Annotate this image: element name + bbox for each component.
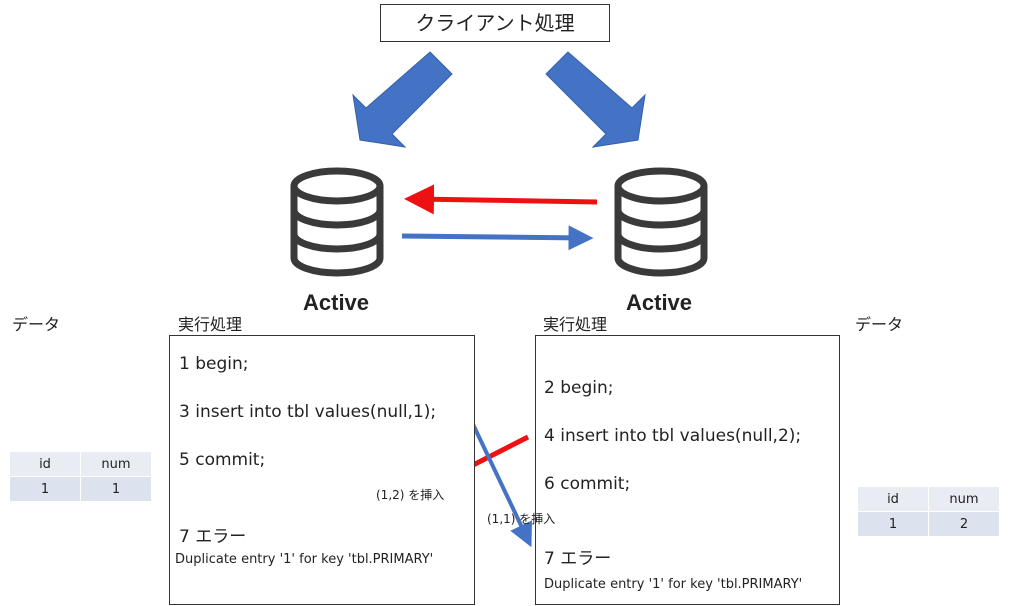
right-data-label: データ [855, 315, 904, 334]
client-to-right-arrow [545, 51, 646, 148]
table-header-cell: id [858, 487, 928, 511]
table-header-row: id num [10, 452, 151, 476]
server-label-left: Active [303, 290, 370, 315]
replication-arrow-left-to-right [401, 225, 594, 251]
table-row: 1 1 [10, 477, 151, 501]
table-header-row: id num [858, 487, 999, 511]
left-proc-label: 実行処理 [178, 315, 243, 334]
right-step-begin: 2 begin; [544, 378, 614, 398]
right-data-table: id num 1 2 [857, 486, 1000, 537]
table-row: 1 2 [858, 512, 999, 536]
right-step-commit: 6 commit; [544, 474, 631, 494]
left-error-detail: Duplicate entry '1' for key 'tbl.PRIMARY… [175, 552, 434, 567]
left-step-insert: 3 insert into tbl values(null,1); [179, 402, 437, 422]
table-header-cell: num [81, 452, 151, 476]
table-header-cell: num [929, 487, 999, 511]
left-step-begin: 1 begin; [179, 354, 249, 374]
table-cell: 1 [81, 477, 151, 501]
table-cell: 1 [858, 512, 928, 536]
red-arrow-note: (1,2) を挿入 [376, 488, 445, 502]
right-error-detail: Duplicate entry '1' for key 'tbl.PRIMARY… [544, 577, 803, 592]
client-to-left-arrow [352, 51, 453, 148]
replication-arrow-right-to-left [404, 184, 598, 215]
database-icon-right [614, 167, 708, 277]
right-process-box: 2 begin; 4 insert into tbl values(null,2… [535, 335, 840, 605]
server-label-right: Active [626, 290, 693, 315]
left-step-error: 7 エラー [179, 527, 247, 547]
database-icon-left [290, 167, 384, 277]
left-data-table: id num 1 1 [9, 451, 152, 502]
blue-insert-arrow [468, 417, 532, 548]
table-cell: 2 [929, 512, 999, 536]
left-process-box: 1 begin; 3 insert into tbl values(null,1… [169, 335, 475, 605]
right-step-insert: 4 insert into tbl values(null,2); [544, 426, 802, 446]
right-proc-label: 実行処理 [543, 315, 608, 334]
left-data-label: データ [12, 315, 61, 334]
table-cell: 1 [10, 477, 80, 501]
client-process-box: クライアント処理 [380, 4, 610, 42]
right-step-error: 7 エラー [544, 549, 612, 569]
table-header-cell: id [10, 452, 80, 476]
left-step-commit: 5 commit; [179, 450, 266, 470]
blue-arrow-note: (1,1) を挿入 [487, 512, 556, 526]
